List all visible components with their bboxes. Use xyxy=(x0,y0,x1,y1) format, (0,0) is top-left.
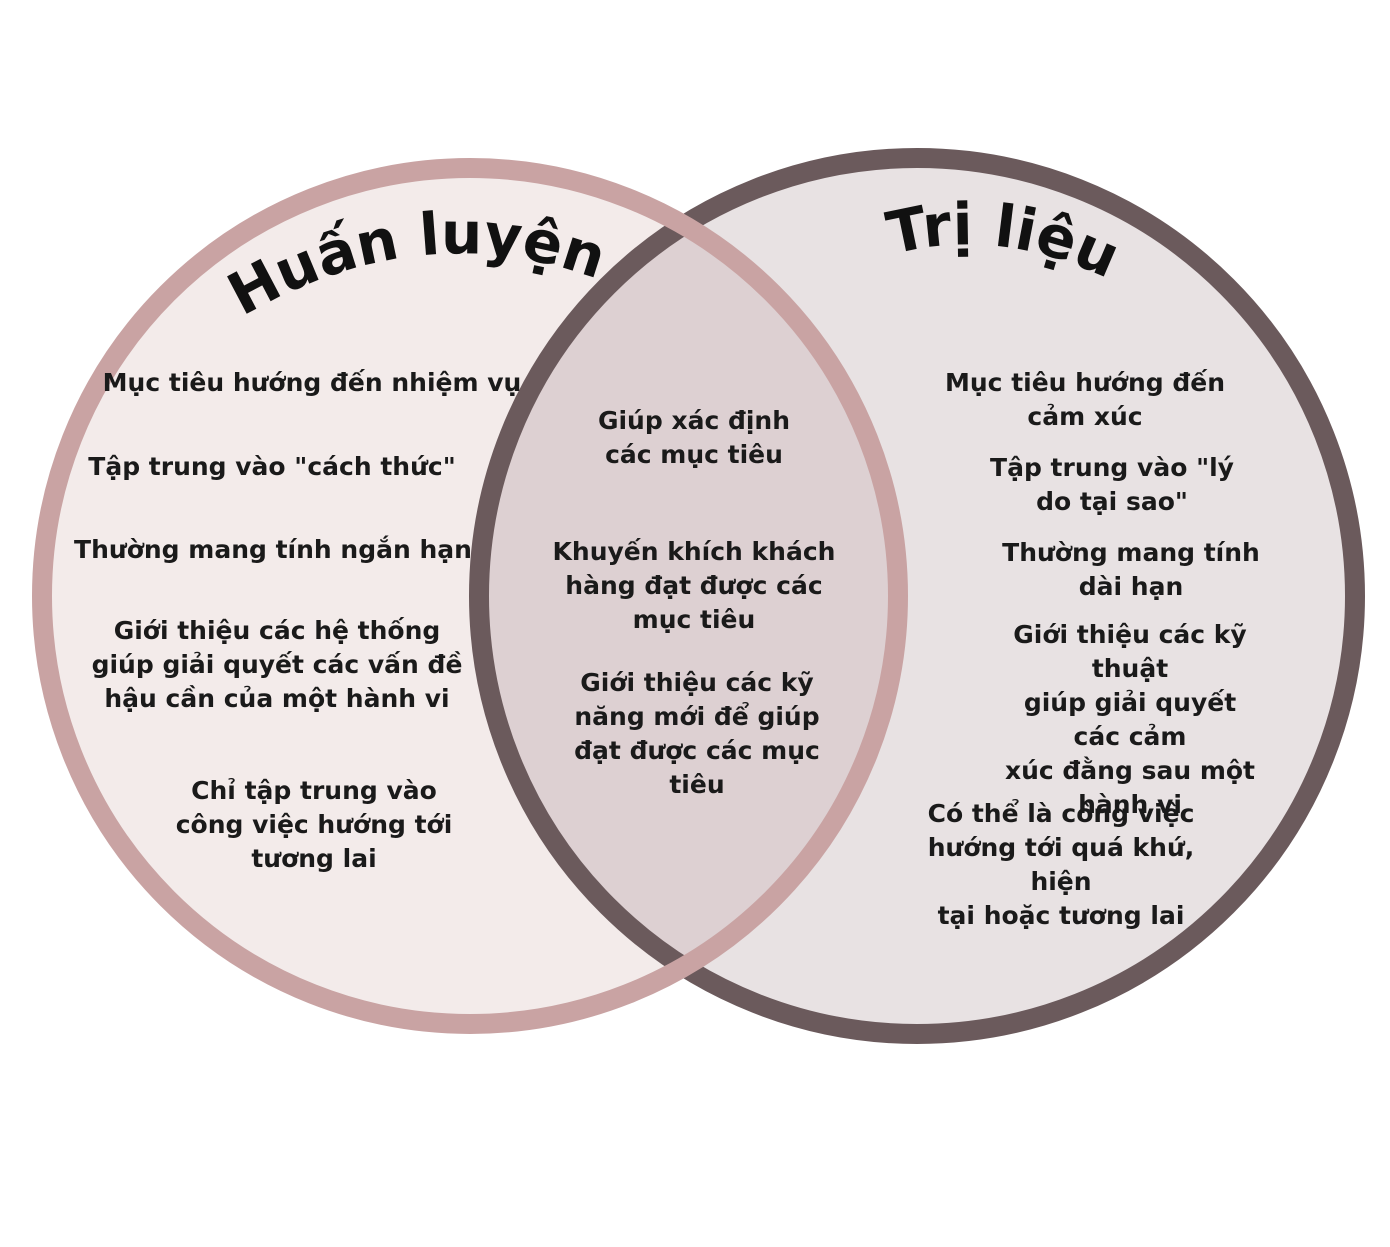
overlap-item-encourage-clients: Khuyến khích khách hàng đạt được các mục… xyxy=(552,537,836,634)
right-item-techniques: Giới thiệu các kỹ thuật giúp giải quyết … xyxy=(1004,620,1256,819)
left-circle-border xyxy=(32,158,908,1034)
left-item-systems: Giới thiệu các hệ thống giúp giải quyết … xyxy=(91,616,463,713)
overlap-region xyxy=(479,168,898,1024)
left-item-focus-how: Tập trung vào "cách thức" xyxy=(88,452,456,481)
overlap-item-new-skills: Giới thiệu các kỹ năng mới để giúp đạt đ… xyxy=(574,668,820,799)
right-item-long-term: Thường mang tính dài hạn xyxy=(1002,538,1260,601)
right-item-focus-why: Tập trung vào "lý do tại sao" xyxy=(990,453,1234,516)
right-item-emotion-goal: Mục tiêu hướng đến cảm xúc xyxy=(945,368,1225,431)
left-item-short-term: Thường mang tính ngắn hạn xyxy=(74,535,472,564)
left-item-task-goal: Mục tiêu hướng đến nhiệm vụ xyxy=(102,368,522,397)
right-circle-border xyxy=(469,148,1365,1044)
overlap-item-identify-goals: Giúp xác định các mục tiêu xyxy=(597,406,791,469)
left-item-future-work: Chỉ tập trung vào công việc hướng tới tư… xyxy=(175,776,453,873)
right-item-past-present-future: Có thể là công việc hướng tới quá khứ, h… xyxy=(927,799,1195,930)
